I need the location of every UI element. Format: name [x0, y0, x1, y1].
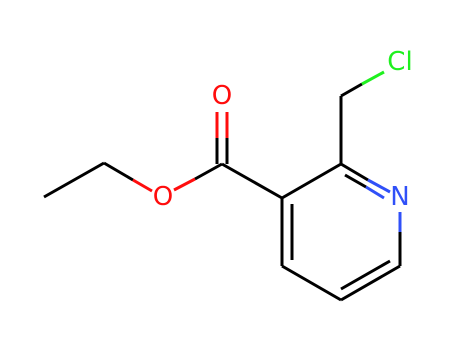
bond-ring-c2-n-inner-blue: [365, 185, 385, 200]
atom-label-chlorine: Cl: [387, 47, 412, 77]
atom-label-carbonyl-oxygen: O: [212, 81, 232, 111]
bond-ring-c5-c4: [281, 264, 342, 302]
bond-ethyl-ch3-ch2: [43, 161, 105, 199]
bond-o-carbonyl-red: [173, 177, 196, 192]
atom-label-ester-oxygen: O: [153, 182, 173, 212]
bond-ring-c2-n-blue: [367, 178, 391, 194]
bond-ring-c3-c2: [281, 162, 342, 200]
bond-o-carbonyl-black: [194, 162, 223, 181]
bond-ch2-cl-green: [361, 70, 385, 86]
bond-ethyl-ch2-o-red: [132, 178, 153, 193]
bond-ring-c2-n-black: [340, 162, 369, 182]
bond-ethyl-ch2-o-black: [103, 161, 134, 182]
bond-ring-c2-n-inner-black: [344, 173, 367, 189]
bond-carbonyl-ring: [221, 162, 283, 200]
bond-ring-c6-c5-inner: [340, 259, 391, 291]
bond-ring-c6-c5: [340, 264, 401, 302]
bond-ch2-cl-black: [340, 82, 363, 98]
atom-label-nitrogen: N: [390, 182, 409, 212]
